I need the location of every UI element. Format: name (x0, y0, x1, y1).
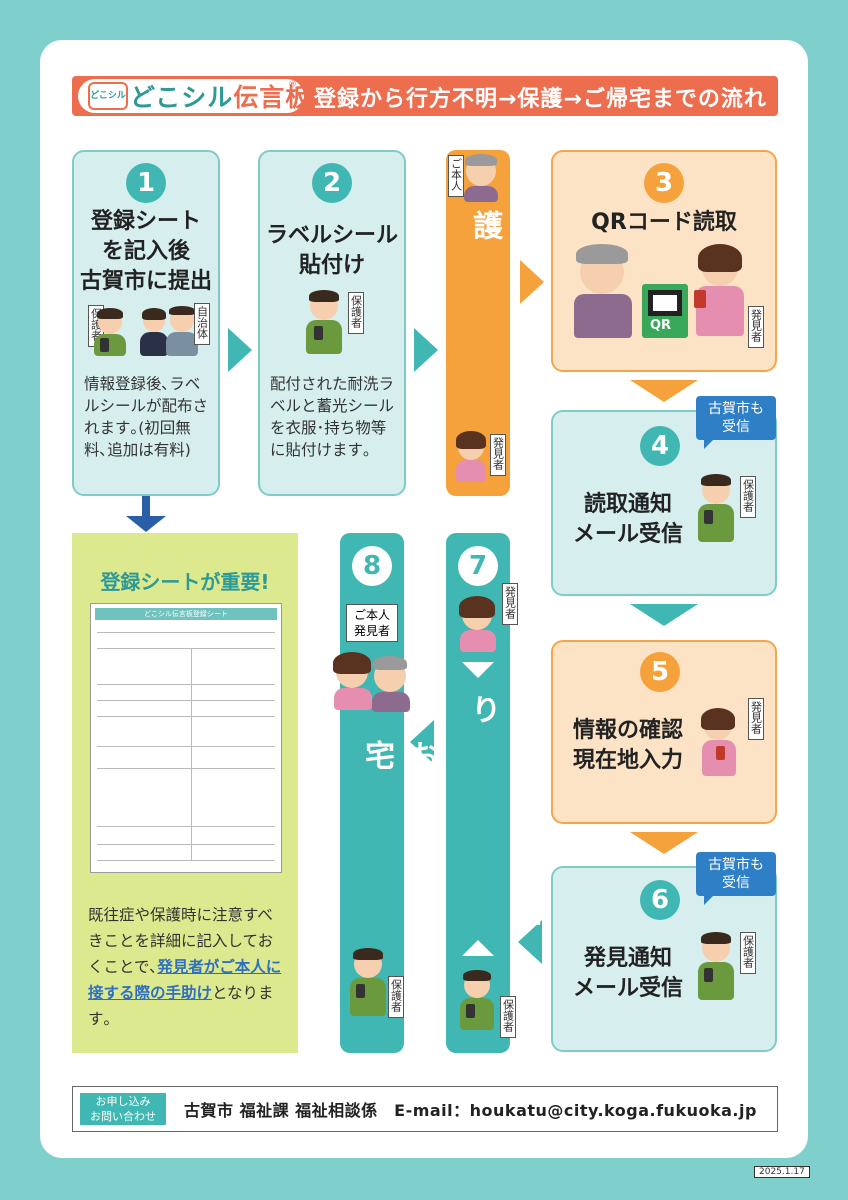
sheet-arrow-stem (142, 496, 150, 518)
step2-heading: ラベルシール 貼付け (265, 223, 398, 278)
missing-tag-person: ご本人 (448, 155, 464, 197)
step7-label-finder-text: 発見者 (503, 586, 517, 619)
step4-number: 4 (640, 426, 680, 466)
step6-label-guardian-text: 保護者 (741, 935, 755, 968)
sheet-arrow-head (126, 516, 166, 532)
step1-label-municipality: 自治体 (194, 303, 210, 345)
step7-number: 7 (458, 546, 498, 586)
footer-box (72, 1086, 778, 1132)
step3-number: 3 (644, 163, 684, 203)
logo-mark: どこシル (88, 82, 128, 110)
missing-tag-person-text: ご本人 (449, 158, 463, 191)
registration-sheet-image: どこシル伝言板登録シート (90, 603, 282, 873)
step6-number: 6 (640, 880, 680, 920)
step3-label-finder-text: 発見者 (749, 309, 763, 342)
step7-text: 伝言板でやりとり (465, 694, 544, 932)
sheet-doc-title: どこシル伝言板登録シート (95, 608, 277, 620)
step1-label-municipality-text: 自治体 (195, 306, 209, 339)
step6-label-guardian: 保護者 (740, 932, 756, 974)
step5-label-finder-text: 発見者 (749, 701, 763, 734)
step6-heading: 発見通知 メール受信 (572, 946, 683, 1001)
missing-label-finder: 発見者 (490, 434, 506, 476)
step2-body: 配付された耐洗ラベルと蓄光シールを衣服･持ち物等に貼付けます｡ (270, 375, 395, 459)
step3-heading: QRコード読取 (591, 210, 737, 235)
arrow-7-8 (410, 720, 434, 764)
step2-label-guardian: 保護者 (348, 292, 364, 334)
issue-date: 2025.1.17 (754, 1166, 810, 1178)
sheet-title: 登録シートが重要! (100, 570, 270, 594)
arrow-5-6 (630, 832, 698, 854)
step2-number: 2 (312, 163, 352, 203)
logo-main: どこシル (130, 83, 234, 112)
step7-label-finder: 発見者 (502, 583, 518, 625)
step5-heading: 情報の確認 現在地入力 (572, 718, 683, 773)
sheet-body: 既往症や保護時に注意すべきことを詳細に記入しておくことで､発見者がご本人に接する… (88, 902, 288, 1032)
footer-tag: お申し込み お問い合わせ (80, 1093, 166, 1125)
arrow-3-4 (630, 380, 698, 402)
arrow-missing-3 (520, 260, 544, 304)
qr-code-icon (648, 290, 682, 316)
logo-pill (78, 79, 304, 113)
step6-bubble: 古賀市も 受信 (696, 852, 776, 905)
step1-number: 1 (126, 163, 166, 203)
step7-label-guardian-text: 保護者 (501, 999, 515, 1032)
qr-text: QR (650, 318, 672, 333)
footer-contact: 古賀市 福祉課 福祉相談係 E-mail：houkatu@city.koga.f… (184, 1101, 757, 1120)
step1-body: 情報登録後､ラベルシールが配布されます｡(初回無料､追加は有料) (84, 375, 209, 459)
step8-label-guardian: 保護者 (388, 976, 404, 1018)
step5-label-finder: 発見者 (748, 698, 764, 740)
step7-label-guardian: 保護者 (500, 996, 516, 1038)
arrow-2-missing (414, 328, 438, 372)
up-arrow-icon (462, 938, 494, 956)
step4-label-guardian-text: 保護者 (741, 479, 755, 512)
sheet-body-post: となります｡ (88, 984, 274, 1028)
arrow-1-2 (228, 328, 252, 372)
arrow-6-7 (518, 920, 542, 964)
step1-heading: 登録シート を記入後 古賀市に提出 (79, 209, 212, 294)
sheet-body-highlight: 発見者がご本人に接する際の手助け (88, 958, 282, 1002)
logo-accent: 伝言板 (233, 83, 312, 112)
step8-label-guardian-text: 保護者 (389, 979, 403, 1012)
step4-heading: 読取通知 メール受信 (572, 492, 683, 547)
step4-label-guardian: 保護者 (740, 476, 756, 518)
down-arrow-icon (462, 662, 494, 688)
logo-text: どこシル伝言板 (130, 78, 311, 114)
step8-number: 8 (352, 546, 392, 586)
step8-tag: ご本人 発見者 (346, 604, 398, 642)
step5-number: 5 (640, 652, 680, 692)
missing-text: 行方不明↓保護 (467, 210, 546, 410)
step2-label-guardian-text: 保護者 (349, 295, 363, 328)
logo-reg: ® (288, 80, 297, 90)
page-title: 登録から行方不明→保護→ご帰宅までの流れ (314, 87, 767, 112)
step3-label-finder: 発見者 (748, 306, 764, 348)
step8-text: お迎え↓ご帰宅 (359, 740, 438, 940)
missing-label-finder-text: 発見者 (491, 437, 505, 470)
arrow-4-5 (630, 604, 698, 626)
step4-bubble: 古賀市も 受信 (696, 396, 776, 449)
sheet-body-pre: 既往症や保護時に注意すべきことを詳細に記入しておくことで､ (88, 906, 274, 976)
